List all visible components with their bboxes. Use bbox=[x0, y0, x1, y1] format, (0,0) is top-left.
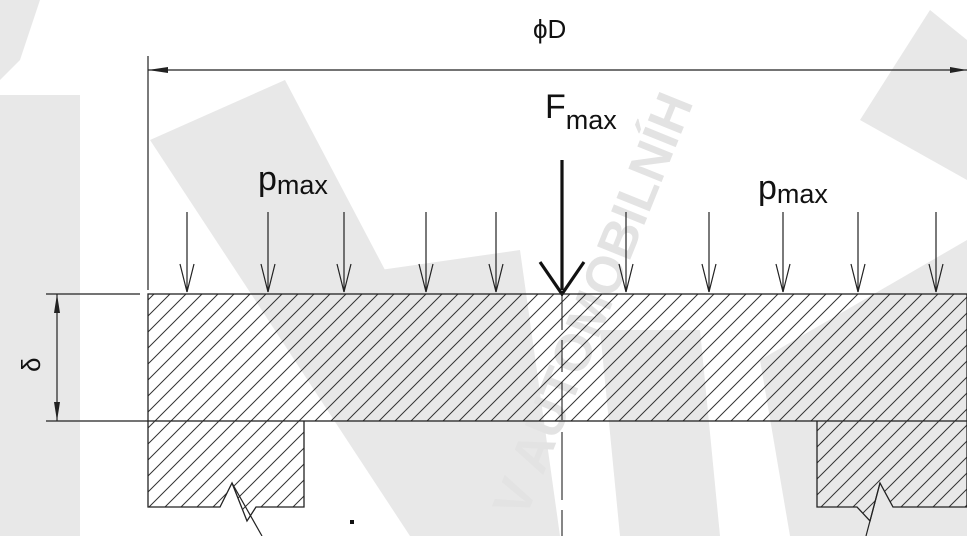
pressure-arrows bbox=[179, 212, 944, 293]
watermark-shape bbox=[0, 95, 80, 536]
plate-body bbox=[147, 293, 967, 422]
pressure-arrow bbox=[850, 212, 866, 293]
force-label-main: F bbox=[545, 88, 566, 126]
pressure-arrow bbox=[618, 212, 634, 293]
thickness-dimension bbox=[46, 293, 148, 422]
pressure-label-left: pmax bbox=[258, 160, 328, 200]
right-break-line bbox=[865, 482, 881, 536]
small-mark bbox=[350, 520, 354, 524]
pressure-arrow bbox=[488, 212, 504, 293]
diameter-arrowhead-left bbox=[148, 67, 168, 73]
pressure-label-left-main: p bbox=[258, 160, 277, 198]
plate-cross-section bbox=[147, 293, 967, 536]
diameter-label: ϕD bbox=[533, 14, 566, 44]
left-break-line bbox=[231, 482, 263, 536]
force-label-subscript: max bbox=[566, 105, 618, 135]
thickness-arrowhead-top bbox=[54, 294, 60, 313]
pressure-arrow bbox=[260, 212, 276, 293]
left-support-leg bbox=[147, 421, 305, 523]
thickness-arrowhead-bottom bbox=[54, 402, 60, 421]
pressure-arrow bbox=[418, 212, 434, 293]
pressure-arrow bbox=[336, 212, 352, 293]
right-support-leg bbox=[816, 421, 967, 523]
diameter-arrowhead-right bbox=[950, 67, 967, 73]
pressure-arrow bbox=[179, 212, 195, 293]
diameter-dimension bbox=[147, 56, 967, 290]
force-label: Fmax bbox=[545, 88, 617, 135]
pressure-label-right-subscript: max bbox=[777, 179, 829, 209]
pressure-label-left-subscript: max bbox=[277, 170, 329, 200]
pressure-arrow bbox=[701, 212, 717, 293]
watermark-shape bbox=[860, 10, 967, 180]
pressure-label-right-main: p bbox=[758, 169, 777, 207]
pressure-arrow bbox=[775, 212, 791, 293]
pressure-arrow bbox=[928, 212, 944, 293]
thickness-label: δ bbox=[16, 358, 46, 372]
pressure-label-right: pmax bbox=[758, 169, 828, 209]
force-arrow bbox=[538, 160, 586, 297]
watermark-shape bbox=[0, 0, 40, 80]
